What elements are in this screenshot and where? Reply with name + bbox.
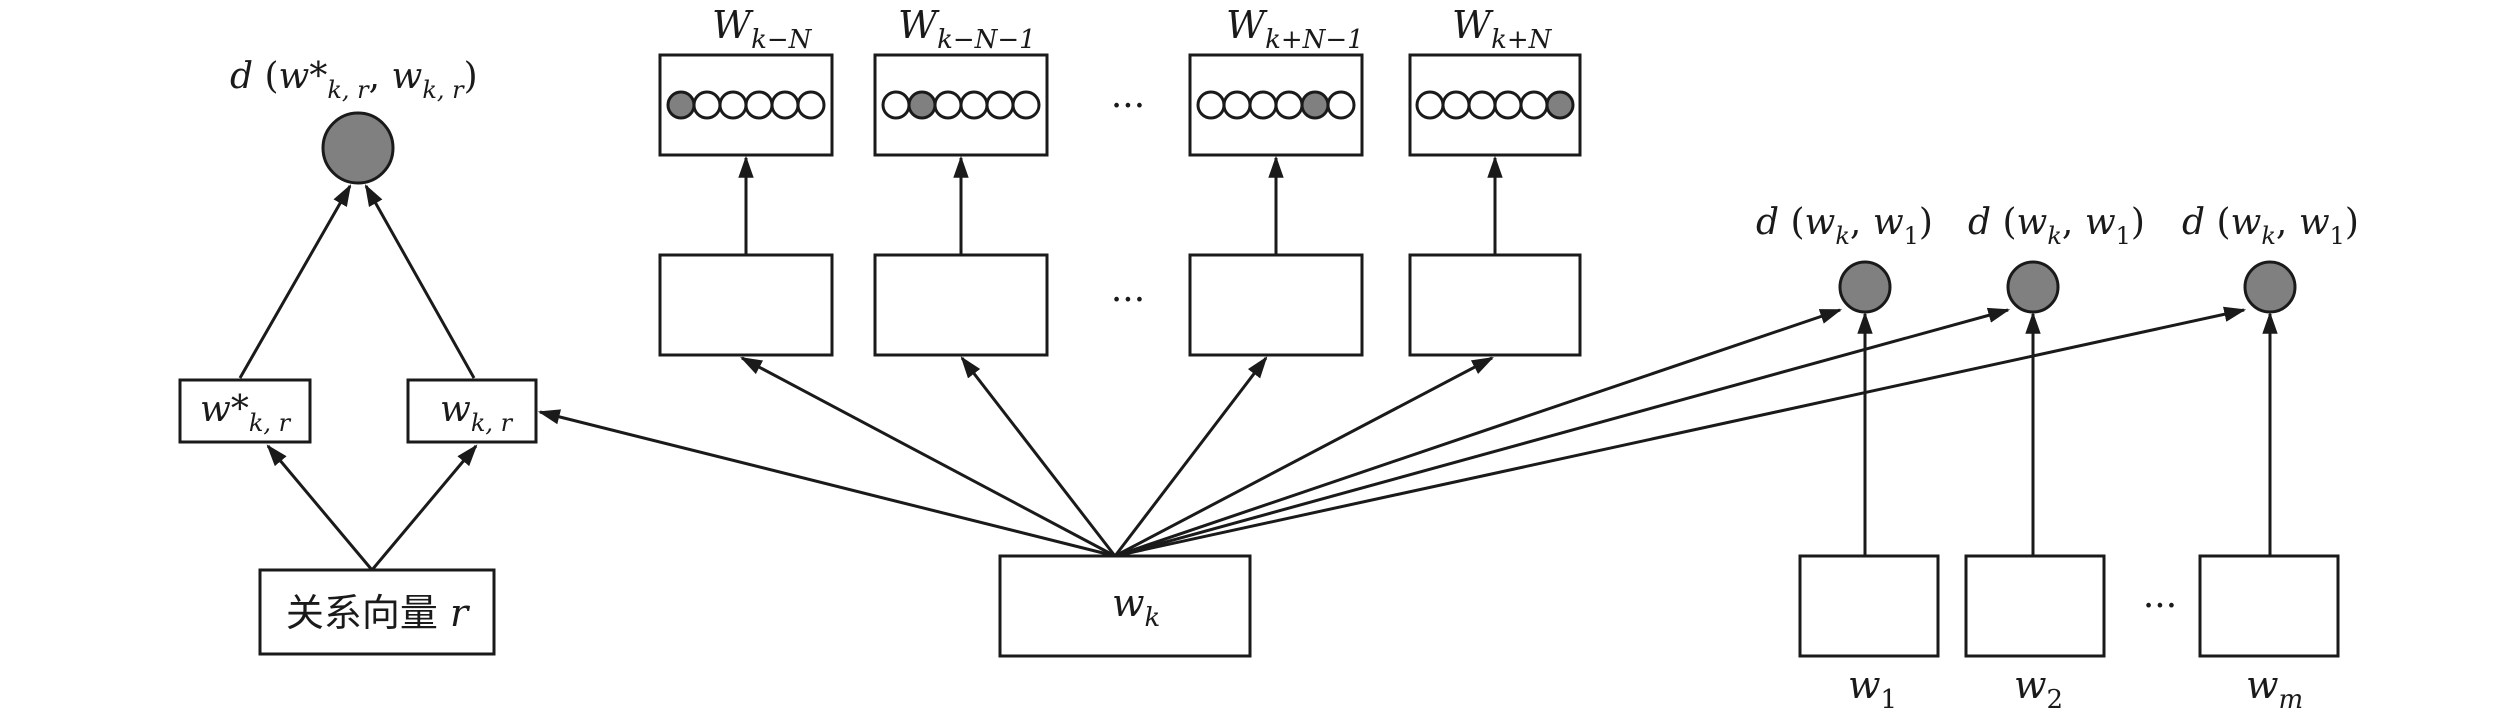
hidden-box-3 — [1188, 253, 1364, 357]
edge-relation-to-wkr — [370, 444, 478, 571]
word-label-1: w1 — [1848, 663, 1897, 712]
word-box-m — [2198, 554, 2340, 658]
one-hot-unit-4-5 — [1519, 90, 1549, 120]
one-hot-unit-4-4 — [1493, 90, 1523, 120]
relation-vector-label: 关系向量 r — [286, 591, 471, 635]
relation-distance-node — [321, 111, 395, 185]
one-hot-unit-4-1 — [1415, 90, 1445, 120]
distance-label-1: d (wk, w1) — [1756, 202, 1933, 250]
center-word-label: wk — [1112, 581, 1160, 633]
distance-label-3: d (wk, w1) — [2182, 202, 2359, 250]
relation-distance-label: d (w*k, r, wk, r) — [230, 56, 478, 104]
edge-center-to-dist3 — [1114, 306, 2247, 558]
w-kr-box — [406, 378, 538, 444]
one-hot-unit-2-5 — [985, 90, 1015, 120]
one-hot-unit-1-2 — [692, 90, 722, 120]
word-label-m: wm — [2246, 663, 2303, 712]
one-hot-unit-2-3 — [933, 90, 963, 120]
one-hot-unit-3-4 — [1274, 90, 1304, 120]
one-hot-unit-2-4 — [959, 90, 989, 120]
one-hot-unit-3-3 — [1248, 90, 1278, 120]
context-header-1: Wk−N — [712, 3, 813, 55]
distance-node-3 — [2243, 260, 2297, 314]
one-hot-unit-3-2 — [1222, 90, 1252, 120]
context-header-4: Wk+N — [1452, 3, 1553, 55]
one-hot-unit-2-2 — [907, 90, 937, 120]
edge-center-to-hidden4 — [1114, 356, 1494, 558]
edge-center-to-dist2 — [1114, 307, 2011, 558]
edge-wstar-to-distance — [238, 184, 352, 379]
one-hot-output-layer — [658, 53, 1582, 157]
edge-center-to-hidden1 — [740, 356, 1116, 558]
distance-node-1 — [1838, 260, 1892, 314]
ellipsis-middle: ··· — [1111, 280, 1145, 321]
ellipsis-top: ··· — [1111, 86, 1145, 127]
one-hot-unit-3-6 — [1326, 90, 1356, 120]
one-hot-unit-4-2 — [1441, 90, 1471, 120]
center-word-box — [998, 554, 1252, 658]
one-hot-unit-1-6 — [796, 90, 826, 120]
one-hot-unit-3-5 — [1300, 90, 1330, 120]
w-star-kr-box — [178, 378, 312, 444]
hidden-box-1 — [658, 253, 834, 357]
one-hot-unit-2-6 — [1011, 90, 1041, 120]
one-hot-unit-4-3 — [1467, 90, 1497, 120]
one-hot-unit-2-1 — [881, 90, 911, 120]
edge-center-to-hidden2 — [960, 356, 1117, 557]
one-hot-unit-1-5 — [770, 90, 800, 120]
one-hot-unit-4-6 — [1545, 90, 1575, 120]
ellipsis-right: ··· — [2143, 586, 2177, 627]
one-hot-unit-3-1 — [1196, 90, 1226, 120]
edge-wkr-to-distance — [364, 184, 476, 379]
word-box-2 — [1964, 554, 2106, 658]
context-headers: Wk−N Wk−N−1 Wk+N−1 Wk+N — [712, 3, 1553, 55]
edge-center-to-hidden3 — [1113, 356, 1268, 557]
edge-center-to-dist1 — [1114, 308, 1843, 558]
hidden-box-2 — [873, 253, 1049, 357]
one-hot-unit-1-3 — [718, 90, 748, 120]
one-hot-unit-1-4 — [744, 90, 774, 120]
one-hot-unit-1-1 — [666, 90, 696, 120]
context-header-3: Wk+N−1 — [1226, 3, 1364, 55]
w-star-kr-label: w*k, r — [200, 389, 292, 437]
context-header-2: Wk−N−1 — [898, 3, 1036, 55]
word-box-1 — [1798, 554, 1940, 658]
relation-vector-box — [258, 568, 496, 656]
w-kr-label: wk, r — [440, 389, 514, 437]
edge-relation-to-wstar — [266, 444, 374, 571]
word-label-2: w2 — [2014, 663, 2063, 712]
edge-center-to-wkr — [537, 409, 1116, 558]
distance-node-2 — [2006, 260, 2060, 314]
hidden-box-4 — [1408, 253, 1582, 357]
distance-label-2: d (wk, w1) — [1968, 202, 2145, 250]
